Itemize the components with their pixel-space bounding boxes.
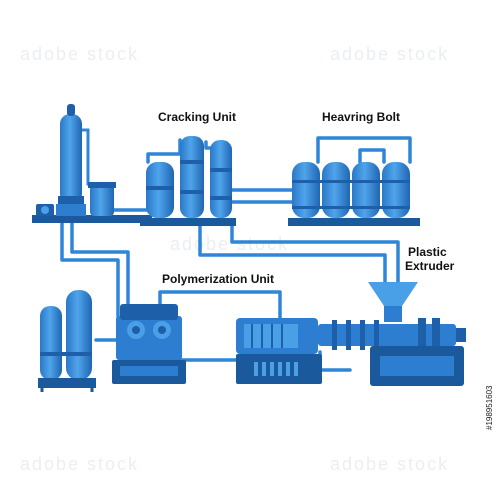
pipe-left-2	[70, 220, 130, 318]
label-cracking-unit: Cracking Unit	[158, 110, 236, 124]
watermark-text: adobe stock	[330, 44, 449, 64]
tank-band	[180, 160, 204, 164]
cracking-unit	[140, 136, 236, 226]
condenser-tank	[90, 184, 114, 216]
motor-unit	[236, 318, 322, 384]
label-extruder: Extruder	[405, 259, 455, 273]
vent-grille	[254, 362, 298, 376]
poly-body	[116, 316, 182, 360]
pipe-bolt-top-2	[358, 148, 386, 164]
bolt-band	[292, 206, 410, 209]
column-cap	[67, 104, 75, 116]
cracking-tank-3	[210, 140, 232, 218]
bolt-tank-2	[322, 162, 350, 218]
column-base	[32, 215, 152, 223]
tank-band	[180, 190, 204, 194]
column-ring	[58, 196, 84, 204]
watermark-text: adobe stock	[170, 234, 289, 254]
cracking-tank-2	[180, 136, 204, 218]
watermark-text: adobe stock	[20, 454, 139, 474]
storage-tank-1	[40, 306, 62, 380]
storage-legs	[38, 378, 96, 388]
gear-icon	[127, 321, 171, 339]
bolt-base	[288, 218, 420, 226]
column-side-pipe	[82, 128, 96, 186]
watermark-text: adobe stock	[20, 44, 139, 64]
bolt-tank-1	[292, 162, 320, 218]
label-plastic: Plastic	[408, 245, 447, 259]
barrel-rings	[332, 318, 440, 352]
pipe-motor-to-extruder	[318, 350, 352, 372]
hopper-icon	[368, 282, 418, 322]
bolt-tank-4	[382, 162, 410, 218]
bolt-tank-3	[352, 162, 380, 218]
poly-top	[120, 304, 178, 320]
storage-tanks	[38, 290, 96, 392]
storage-tank-2	[66, 290, 92, 380]
column-body	[60, 114, 82, 204]
extruder-die	[456, 328, 466, 342]
tank-band	[210, 168, 232, 172]
pipe-cracking-top	[146, 138, 182, 164]
stock-id: #198951603	[485, 385, 494, 430]
heating-bolt-unit	[288, 162, 420, 226]
pipe-bolt-top	[316, 136, 412, 164]
bolt-band	[292, 180, 410, 183]
label-polymerization-unit: Polymerization Unit	[162, 272, 274, 286]
distillation-column	[32, 104, 152, 223]
pipe-left-1	[60, 220, 120, 318]
extruder-panel	[380, 356, 454, 376]
pipe-cracking-to-hopper-1	[198, 223, 387, 284]
motor-icon	[36, 204, 54, 216]
storage-band	[40, 352, 92, 356]
poly-panel	[120, 366, 178, 376]
cracking-base	[140, 218, 236, 226]
plastic-extruder	[318, 282, 466, 386]
tank-band	[210, 196, 232, 200]
watermark-text: adobe stock	[330, 454, 449, 474]
label-heating-bolt: Heavring Bolt	[322, 110, 400, 124]
pipe-cracking-to-hopper-2	[230, 223, 400, 284]
column-stand	[56, 204, 86, 216]
tank-band	[146, 186, 174, 190]
polymerization-unit	[112, 304, 186, 384]
condenser-top	[88, 182, 116, 188]
